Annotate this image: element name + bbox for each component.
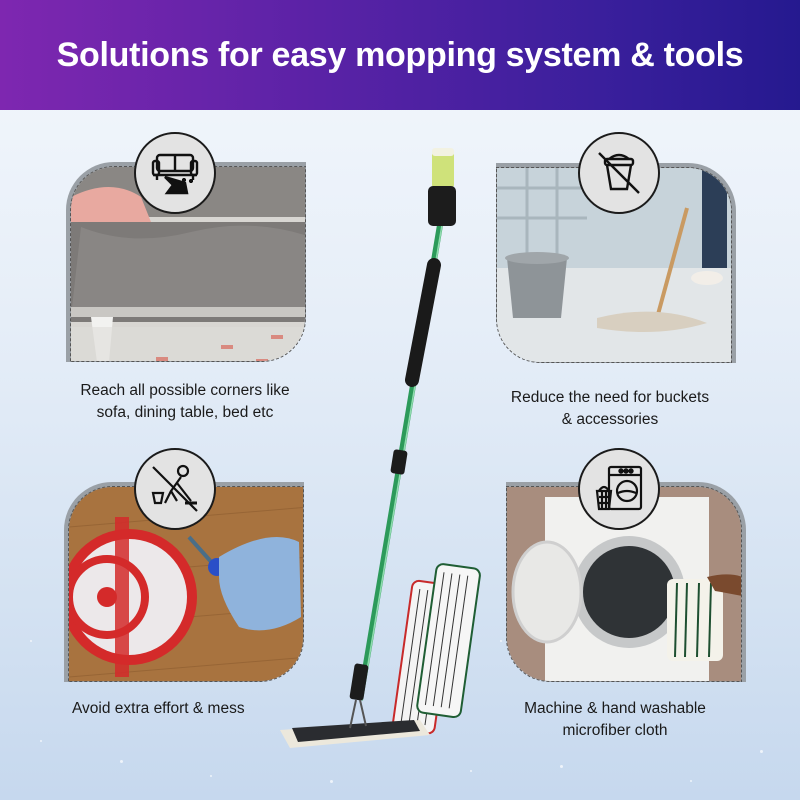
washing-machine-icon: [578, 448, 660, 530]
caption-effort: Avoid extra effort & mess: [56, 698, 276, 720]
caption-line: Machine & hand washable: [524, 700, 706, 717]
red-trim-pad: [392, 579, 455, 735]
page-title: Solutions for easy mopping system & tool…: [56, 35, 744, 74]
mopping-photo: [496, 167, 732, 363]
feature-panel-washable: [506, 482, 746, 682]
caption-line: microfiber cloth: [562, 722, 668, 739]
green-trim-pad: [416, 563, 481, 719]
caption-washable: Machine & hand washable microfiber cloth: [490, 698, 740, 742]
washing-machine-photo: [506, 486, 742, 682]
feature-panel-buckets: [496, 163, 736, 363]
no-bucket-icon: [578, 132, 660, 214]
no-mopping-effort-icon: [134, 448, 216, 530]
caption-buckets: Reduce the need for buckets & accessorie…: [480, 387, 740, 431]
header-banner: Solutions for easy mopping system & tool…: [0, 0, 800, 110]
caption-line: sofa, dining table, bed etc: [96, 404, 274, 421]
sofa-cleaning-icon: [134, 132, 216, 214]
caption-line: & accessories: [561, 411, 659, 428]
caption-line: Avoid extra effort & mess: [72, 700, 245, 717]
caption-line: Reach all possible corners like: [80, 382, 290, 399]
caption-corners: Reach all possible corners like sofa, di…: [50, 380, 320, 424]
caption-line: Reduce the need for buckets: [510, 389, 710, 406]
